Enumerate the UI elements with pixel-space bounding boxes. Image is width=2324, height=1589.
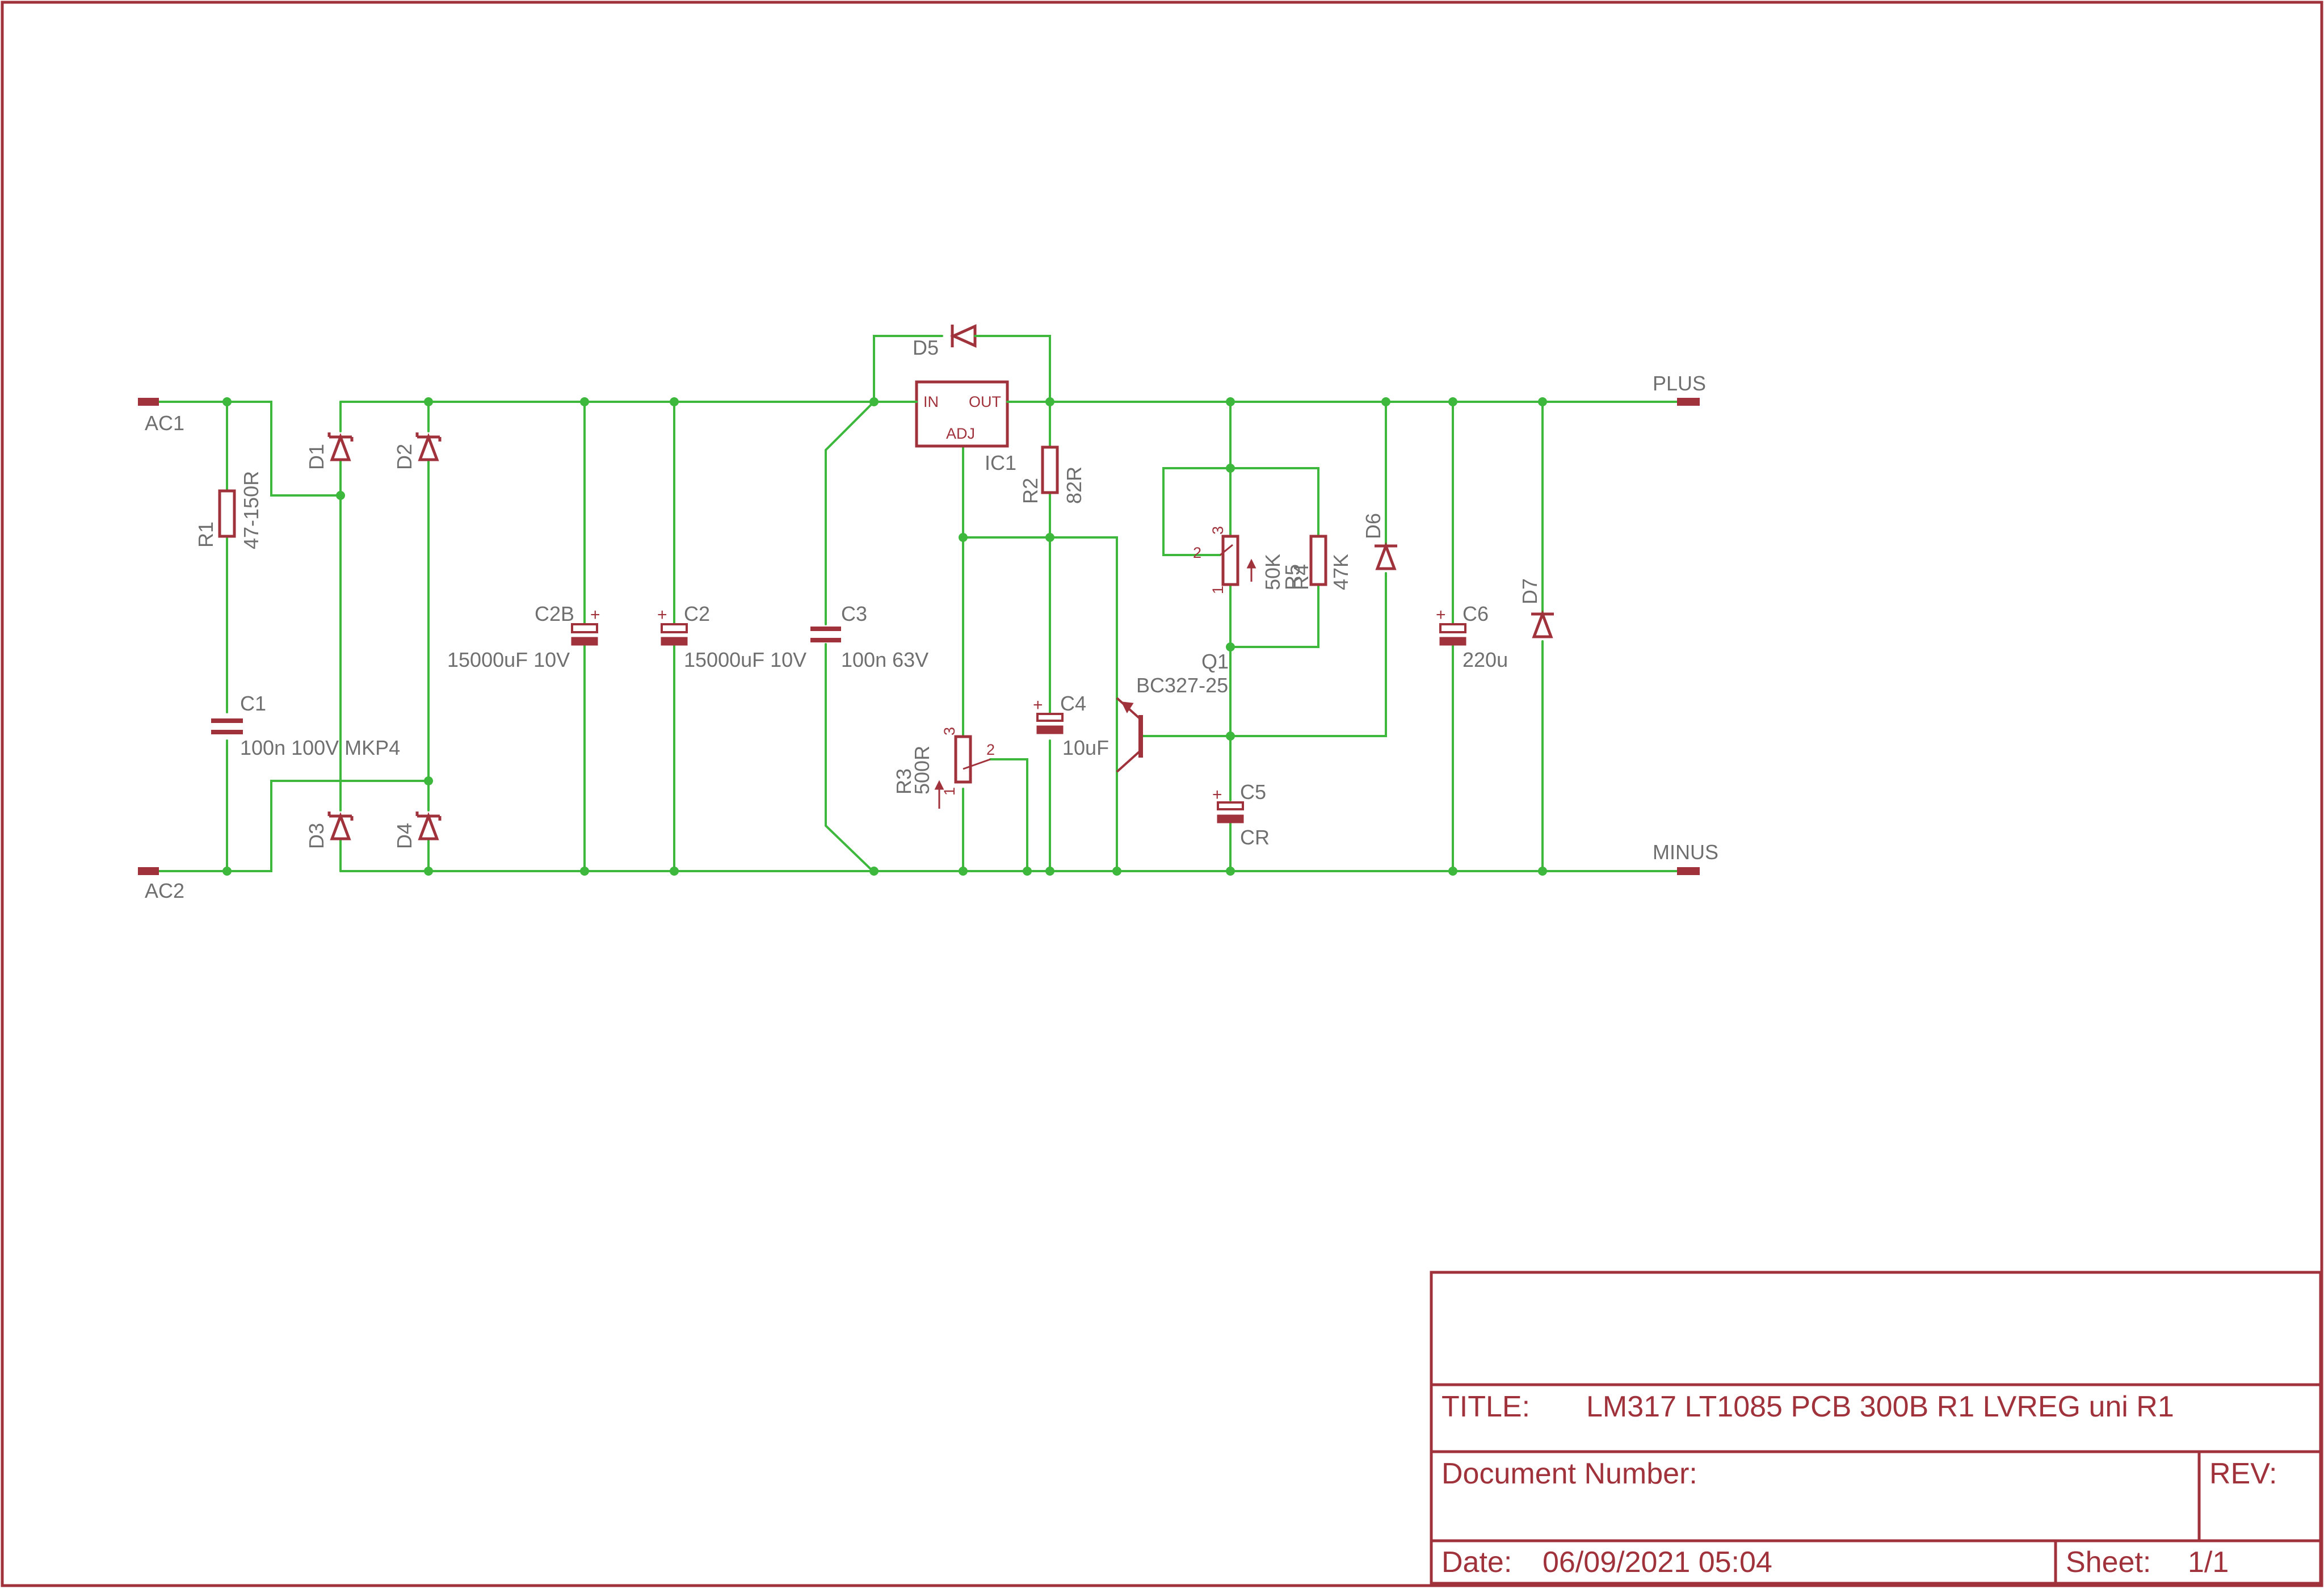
c3-name: C3 <box>841 602 867 625</box>
title-value: LM317 LT1085 PCB 300B R1 LVREG uni R1 <box>1586 1390 2174 1423</box>
c6-name: C6 <box>1463 602 1489 625</box>
c5-value: CR <box>1240 826 1270 849</box>
port-ac2: AC2 <box>138 867 184 902</box>
r5-name: R5 <box>1281 564 1304 590</box>
c2-name: C2 <box>684 602 710 625</box>
c6-plus: + <box>1436 606 1446 624</box>
r3-pin1: 1 <box>941 787 958 796</box>
r4-value: 47K <box>1329 554 1352 590</box>
capacitor-c6: + C6 220u <box>1436 602 1508 671</box>
sheet-value: 1/1 <box>2188 1546 2229 1579</box>
q1-name: Q1 <box>1201 650 1229 673</box>
r5-pin1: 1 <box>1209 586 1226 594</box>
capacitor-c4: + C4 10uF <box>1033 692 1109 759</box>
d6-name: D6 <box>1361 513 1385 539</box>
c4-plus: + <box>1033 696 1043 714</box>
rev-label: REV: <box>2209 1457 2277 1490</box>
r2-name: R2 <box>1019 478 1042 504</box>
diode-d4: D4 <box>393 812 442 849</box>
sheet-label: Sheet: <box>2066 1546 2151 1579</box>
diode-d3: D3 <box>305 812 354 849</box>
r5-pin3: 3 <box>1209 526 1226 535</box>
trimmer-r5: 3 2 1 50K R5 <box>1193 526 1304 594</box>
date-label: Date: <box>1442 1546 1512 1579</box>
port-ac2-label: AC2 <box>145 879 184 902</box>
diode-d6: D6 <box>1361 513 1397 570</box>
capacitor-c3: C3 100n 63V <box>810 602 928 671</box>
c1-name: C1 <box>240 692 266 715</box>
d2-name: D2 <box>393 444 416 470</box>
c1-value: 100n 100V MKP4 <box>240 736 400 759</box>
resistor-r2: R2 82R <box>1019 445 1086 504</box>
d7-name: D7 <box>1518 578 1541 604</box>
d1-name: D1 <box>305 444 328 470</box>
transistor-q1: Q1 BC327-25 <box>1116 650 1229 773</box>
trimmer-r3: 3 1 2 R3 500R <box>892 727 995 809</box>
r3-pin2: 2 <box>986 741 995 758</box>
r3-pin3: 3 <box>941 727 958 735</box>
port-minus-label: MINUS <box>1653 840 1718 864</box>
document-number-label: Document Number: <box>1442 1457 1697 1490</box>
diode-d7: D7 <box>1518 578 1554 638</box>
c4-name: C4 <box>1060 692 1086 715</box>
capacitor-c5: + C5 CR <box>1212 780 1270 849</box>
c2-value: 15000uF 10V <box>684 648 806 671</box>
capacitor-c2: + C2 15000uF 10V <box>657 602 806 671</box>
r2-value: 82R <box>1062 466 1086 504</box>
r1-value: 47-150R <box>239 471 263 549</box>
q1-value: BC327-25 <box>1136 674 1228 697</box>
d3-name: D3 <box>305 823 328 849</box>
ic1-pin-in: IN <box>923 393 939 410</box>
diode-d1: D1 <box>305 432 354 470</box>
capacitor-c1: C1 100n 100V MKP4 <box>211 692 400 759</box>
port-minus: MINUS <box>1653 840 1718 875</box>
c2-plus: + <box>657 606 667 624</box>
r3-name: R3 <box>892 768 915 794</box>
regulator-ic1: IN OUT ADJ IC1 <box>873 380 1051 474</box>
port-plus: PLUS <box>1642 372 1706 406</box>
date-value: 06/09/2021 05:04 <box>1543 1546 1772 1579</box>
diode-d5: D5 <box>913 324 994 359</box>
resistor-r1: R1 47-150R <box>194 471 263 549</box>
ic1-name: IC1 <box>985 451 1016 474</box>
ic1-pin-out: OUT <box>969 393 1001 410</box>
title-label: TITLE: <box>1442 1390 1530 1423</box>
c2b-plus: + <box>590 606 600 624</box>
junctions <box>222 397 1547 876</box>
port-plus-label: PLUS <box>1653 372 1706 395</box>
r5-pin2: 2 <box>1193 544 1201 561</box>
wires <box>157 335 1681 872</box>
c6-value: 220u <box>1463 648 1508 671</box>
r3-value: 500R <box>910 746 934 794</box>
c2b-value: 15000uF 10V <box>447 648 570 671</box>
d4-name: D4 <box>393 823 416 849</box>
c5-plus: + <box>1212 785 1222 804</box>
r5-value: 50K <box>1261 554 1284 590</box>
c2b-name: C2B <box>535 602 574 625</box>
c5-name: C5 <box>1240 780 1266 804</box>
ic1-pin-adj: ADJ <box>946 425 975 442</box>
r1-name: R1 <box>194 522 217 548</box>
title-block: TITLE: LM317 LT1085 PCB 300B R1 LVREG un… <box>1430 1271 2322 1585</box>
resistor-r4: R4 47K <box>1289 535 1352 590</box>
d5-name: D5 <box>913 336 939 359</box>
r4-name: R4 <box>1289 564 1313 590</box>
port-ac1-label: AC1 <box>145 411 184 435</box>
diode-d2: D2 <box>393 432 442 470</box>
c4-value: 10uF <box>1062 736 1109 759</box>
capacitor-c2b: + C2B 15000uF 10V <box>447 602 600 671</box>
c3-value: 100n 63V <box>841 648 928 671</box>
port-ac1: AC1 <box>138 398 184 435</box>
